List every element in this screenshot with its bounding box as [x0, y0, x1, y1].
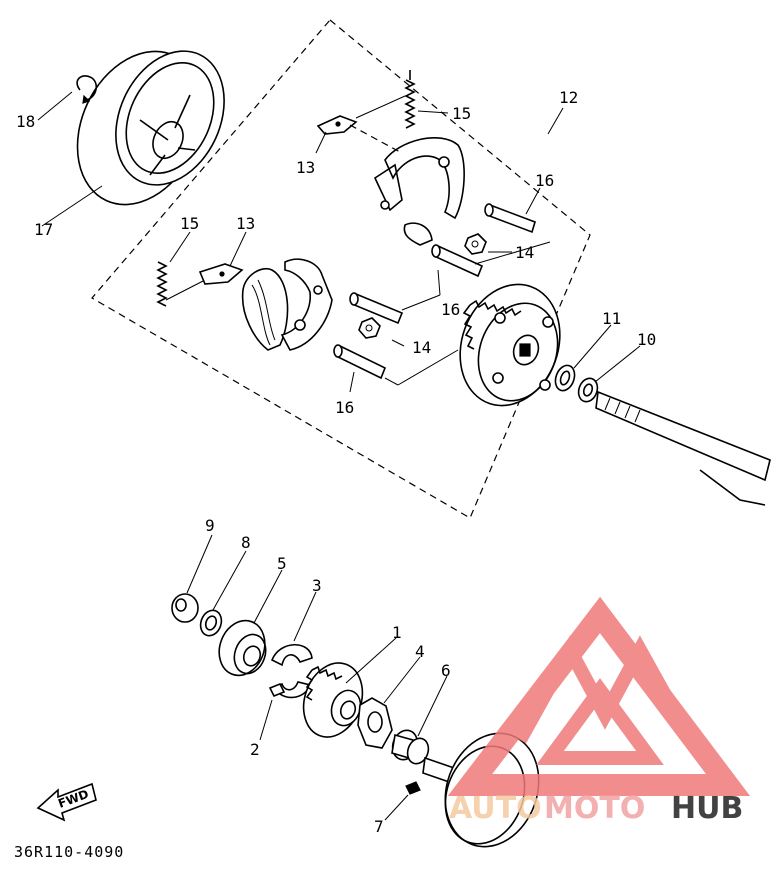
nut-9 — [171, 593, 199, 623]
label-9: 9 — [205, 516, 215, 535]
label-10: 10 — [637, 330, 656, 349]
label-12: 12 — [559, 88, 578, 107]
spring-15-lower — [156, 261, 206, 307]
label-14-lower: 14 — [412, 338, 431, 357]
collar-6 — [391, 729, 430, 765]
label-15-lower: 15 — [180, 214, 199, 233]
label-17: 17 — [34, 220, 53, 239]
spring-clip-3 — [270, 644, 313, 699]
label-1: 1 — [392, 623, 402, 642]
part-labels: 17 18 12 15 13 16 14 15 13 16 14 16 11 1… — [16, 88, 656, 836]
label-6: 6 — [441, 661, 451, 680]
watermark-logo-mark — [447, 596, 751, 796]
nut-10 — [577, 377, 599, 403]
watermark-brand-hub: HUB — [671, 791, 743, 826]
label-14-upper: 14 — [515, 243, 534, 262]
watermark-brand-moto: MOTO — [544, 791, 645, 826]
label-3: 3 — [312, 576, 322, 595]
automotohub-watermark: AUTO MOTO HUB — [447, 596, 751, 826]
label-5: 5 — [277, 554, 287, 573]
boss-5 — [218, 619, 267, 677]
label-2: 2 — [250, 740, 260, 759]
label-7: 7 — [374, 817, 384, 836]
label-8: 8 — [241, 533, 251, 552]
pin-16-a — [484, 203, 536, 234]
circlip-18 — [76, 75, 98, 104]
plate-13-lower — [198, 263, 244, 285]
watermark-brand-auto: AUTO — [449, 791, 542, 826]
label-13-lower: 13 — [236, 214, 255, 233]
woodruff-key-7 — [405, 781, 421, 795]
pin-16-d — [333, 344, 387, 380]
label-4: 4 — [415, 642, 425, 661]
washer-8 — [199, 609, 223, 637]
label-16-a: 16 — [535, 171, 554, 190]
label-16-b: 16 — [441, 300, 460, 319]
crankshaft — [595, 390, 771, 506]
label-15-upper: 15 — [452, 104, 471, 123]
nut-14-upper — [464, 233, 487, 255]
label-16-c: 16 — [335, 398, 354, 417]
label-11: 11 — [602, 309, 621, 328]
label-18: 18 — [16, 112, 35, 131]
clutch-shoe-upper — [373, 137, 465, 246]
pin-16-b — [431, 244, 484, 278]
spring-15-upper — [404, 70, 416, 129]
plate-13-upper — [316, 95, 406, 153]
clutch-shoe-lower — [241, 258, 333, 351]
leader-lines — [37, 91, 641, 821]
fwd-arrow: FWD — [36, 782, 97, 822]
nut-14-lower — [358, 317, 381, 339]
drawing-code: 36R110-4090 — [14, 843, 124, 861]
carrier-gear-12 — [459, 283, 561, 407]
assembly-boundary-12 — [91, 19, 591, 519]
pin-16-c — [349, 292, 404, 325]
label-13-upper: 13 — [296, 158, 315, 177]
key-2 — [268, 682, 286, 698]
washer-11 — [554, 364, 576, 392]
plate-4 — [357, 697, 393, 749]
clutch-housing-17 — [76, 50, 225, 206]
